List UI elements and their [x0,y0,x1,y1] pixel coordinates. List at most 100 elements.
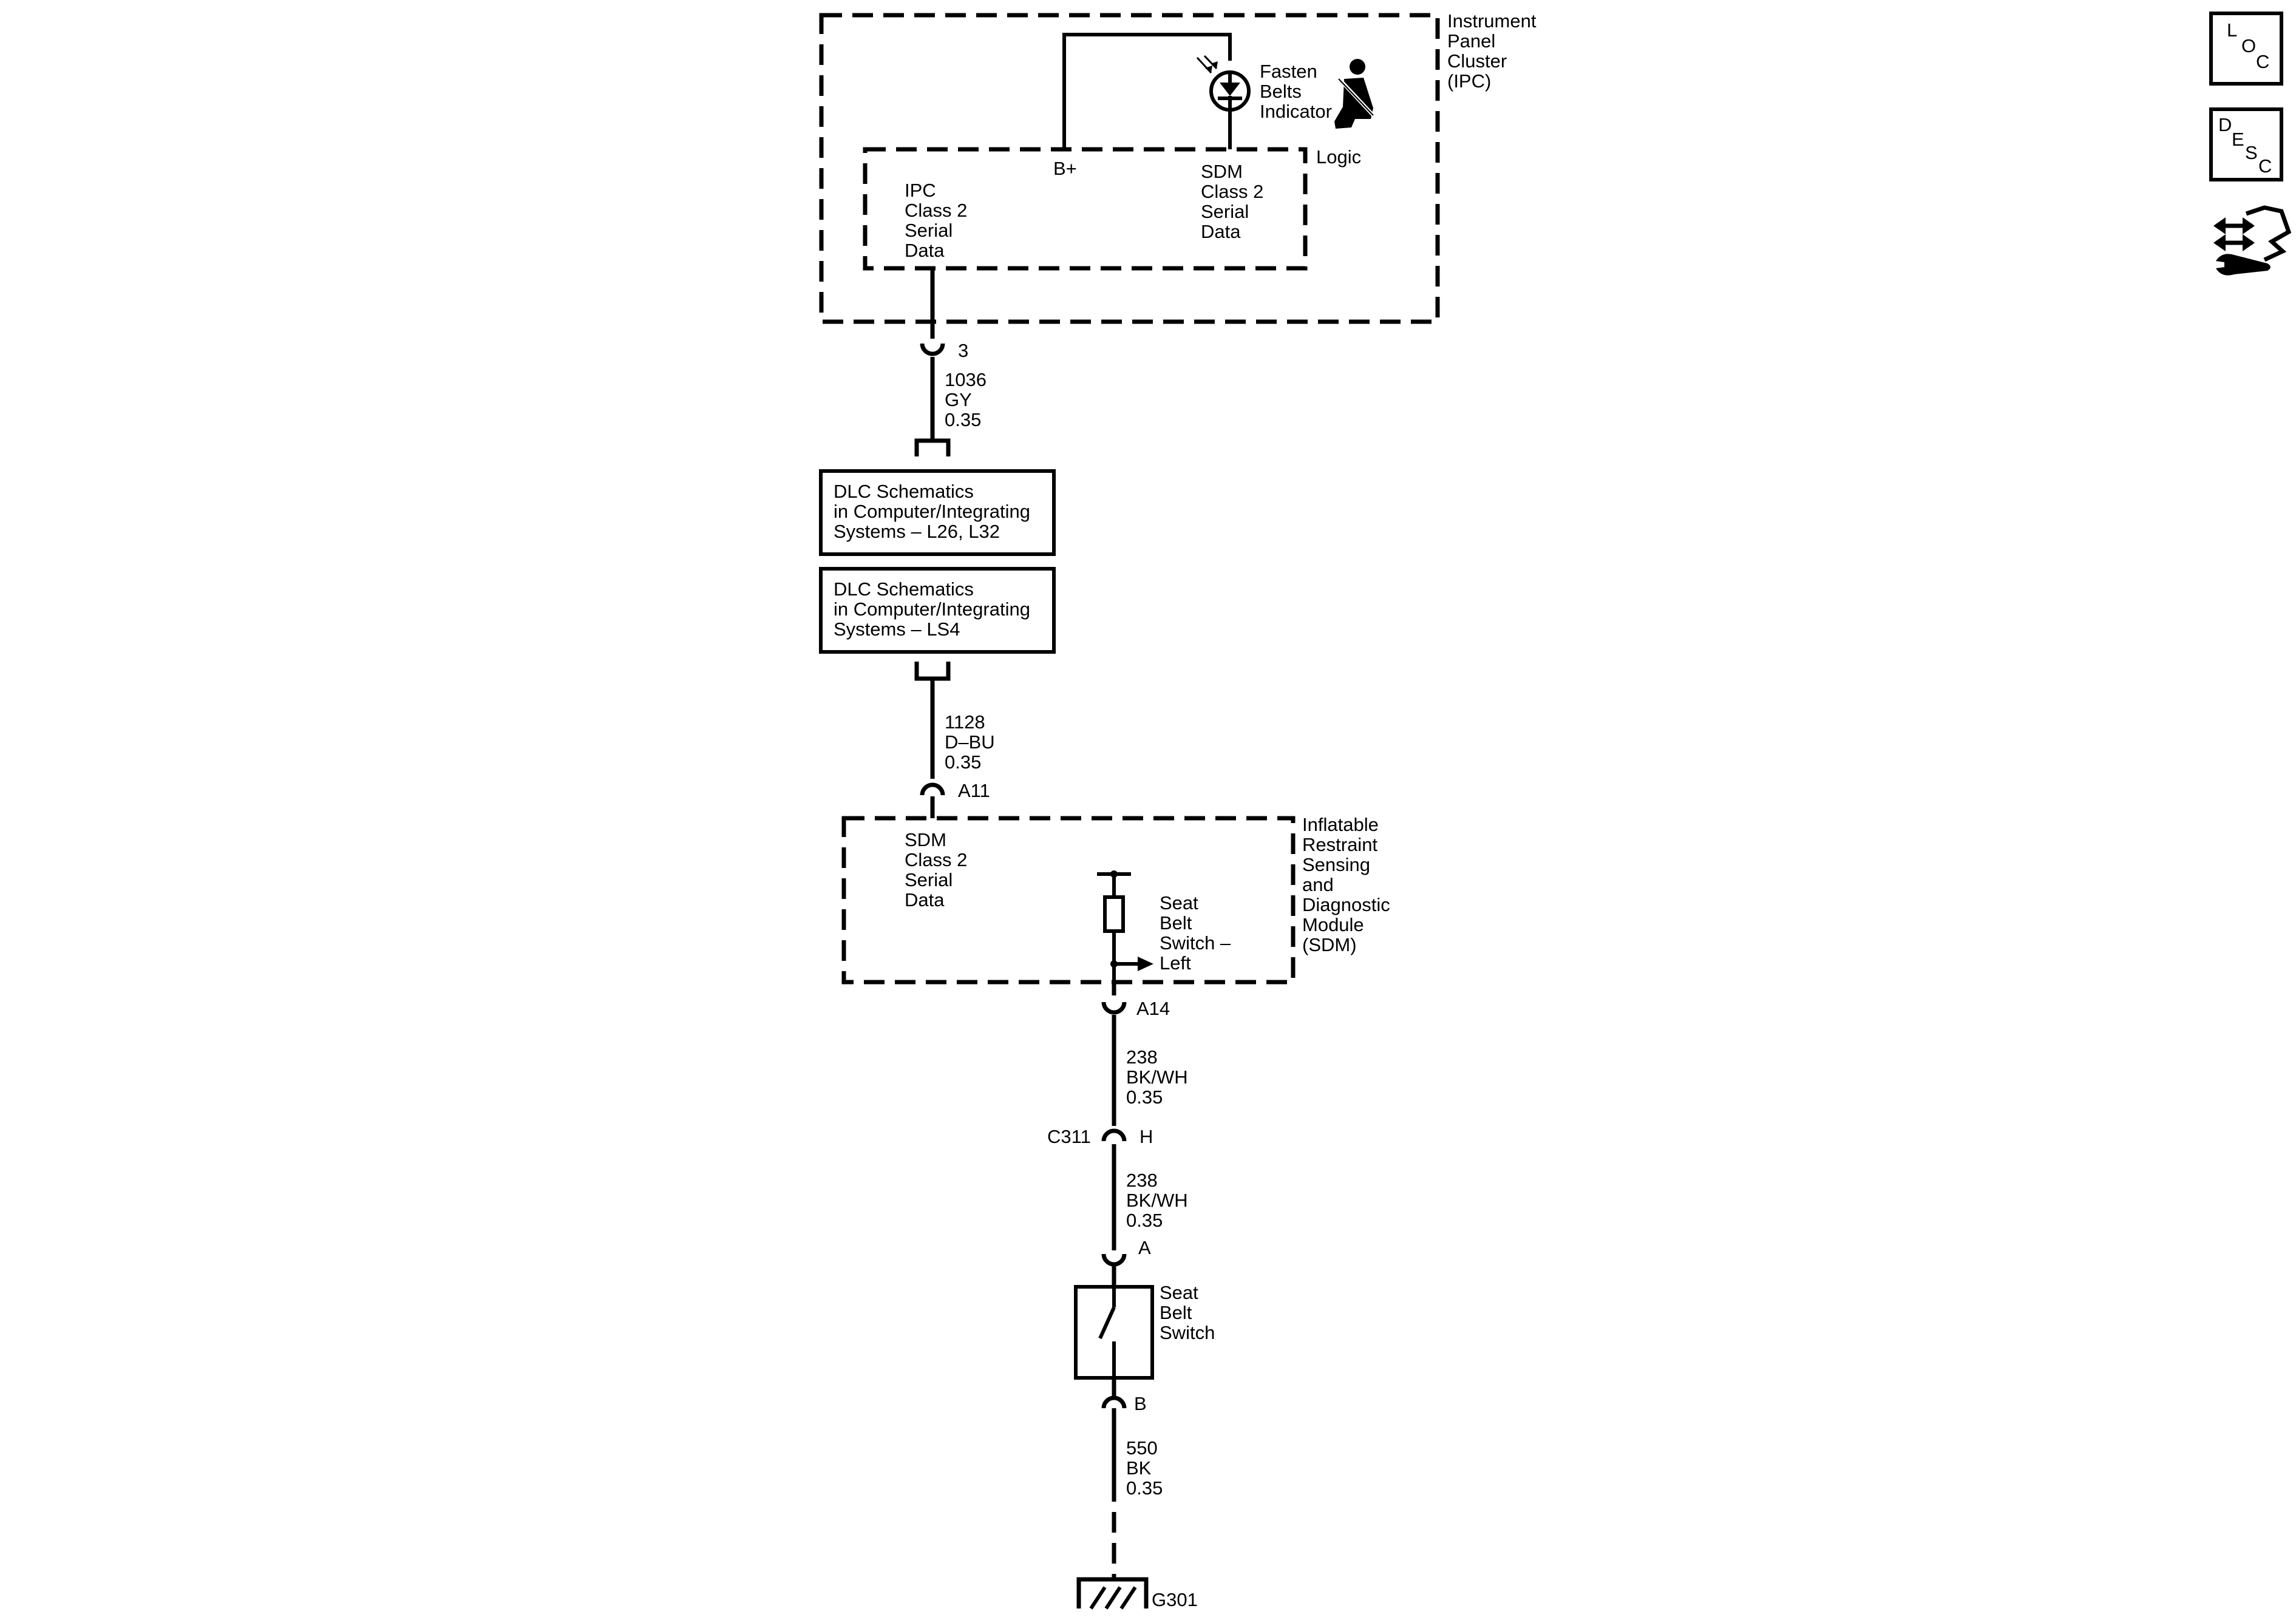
connector-pin-a [1101,1253,1127,1267]
loc-letter-c: C [2256,51,2269,72]
ipc-serial-data-line-3: Serial [905,220,953,241]
ipc-sdm-data-line-3: Serial [1201,201,1249,222]
ground-g301-label: G301 [1152,1589,1198,1610]
ipc-module: Instrument Panel Cluster (IPC) Fasten Be… [819,10,1537,324]
sdm-title-line-1: Inflatable [1302,814,1379,835]
connector-pin-a11 [920,782,945,796]
loc-letter-o: O [2241,35,2256,56]
wire-1128-color: D–BU [945,731,995,753]
ipc-sdm-data-line-1: SDM [1201,161,1243,182]
bplus-feed-wire [1062,33,1232,149]
desc-letter-d: D [2218,114,2232,135]
dlc-box-2-line-3: Systems – LS4 [834,619,960,640]
fasten-belts-led-icon [1196,55,1251,149]
ipc-sdm-data-line-4: Data [1201,221,1241,242]
sdm-title-line-6: Module [1302,914,1364,935]
wire-1128-circuit: 1128 [945,711,985,733]
wire-550: 550 BK 0.35 [1112,1408,1163,1579]
sdm-title-line-5: Diagnostic [1302,894,1390,915]
c311-name-label: C311 [1047,1126,1091,1147]
seat-belt-switch-input-circuit [1097,870,1153,982]
sdm-switch-label-line-1: Seat [1160,892,1198,914]
input-arrow-icon [1138,957,1153,971]
loc-button[interactable]: L O C [2209,12,2283,86]
sdm-title-line-2: Restraint [1302,834,1377,855]
wire-238-lower: 238 BK/WH 0.35 [1112,1161,1188,1250]
desc-letter-c: C [2258,155,2272,177]
ipc-title-line-3: Cluster [1447,50,1507,72]
pin-3-label: 3 [958,340,968,361]
sdm-switch-label-line-3: Switch – [1160,932,1231,954]
ipc-dashed-outline [819,13,1440,324]
wire-238-upper: A14 238 BK/WH 0.35 [1101,982,1188,1126]
ipc-sdm-data-line-2: Class 2 [1201,181,1263,202]
wire-238-lower-size: 0.35 [1126,1210,1163,1231]
wire-238-lower-color: BK/WH [1126,1190,1188,1211]
switch-contact-icon [1098,1306,1116,1340]
ipc-serial-data-line-1: IPC [905,180,936,201]
connector-pin-3 [920,343,945,356]
connector-pin-b [1101,1395,1127,1409]
indicator-label-line-1: Fasten [1260,61,1317,82]
sdm-data-line-4: Data [905,889,945,910]
indicator-label-line-3: Indicator [1260,101,1332,122]
ground-symbol-icon [1076,1577,1149,1609]
bplus-label: B+ [1053,158,1077,179]
dlc-box-1-line-3: Systems – L26, L32 [834,521,1000,542]
pin-a11-label: A11 [958,780,990,801]
wire-1036-circuit: 1036 [945,369,987,390]
pin-a-label: A [1138,1237,1151,1258]
desc-button[interactable]: D E S C [2209,107,2283,181]
pull-up-resistor [1103,895,1125,933]
seat-switch-label-line-2: Belt [1160,1302,1192,1323]
c311-pin-h-label: H [1140,1126,1153,1147]
sdm-switch-label-line-2: Belt [1160,912,1192,934]
connector-bracket-1036 [914,438,951,456]
wire-1128-size: 0.35 [945,751,981,773]
wire-238-upper-circuit: 238 [1126,1046,1158,1068]
wire-1036: 3 1036 GY 0.35 [914,268,987,456]
dlc-box-1-line-2: in Computer/Integrating [834,501,1030,522]
wire-550-circuit: 550 [1126,1437,1158,1459]
dlc-box-2-line-1: DLC Schematics [834,578,974,600]
wire-1036-color: GY [945,389,972,410]
logic-label: Logic [1316,146,1361,168]
seat-switch-label-line-1: Seat [1160,1282,1198,1303]
wire-1036-size: 0.35 [945,409,981,430]
dlc-box-ls4[interactable]: DLC Schematics in Computer/Integrating S… [819,567,1056,654]
desc-letter-s: S [2245,142,2258,163]
desc-letter-e: E [2232,129,2244,150]
wire-238-lower-circuit: 238 [1126,1170,1158,1191]
sdm-data-line-3: Serial [905,869,953,890]
seat-switch-label-line-3: Switch [1160,1322,1215,1343]
ipc-serial-data-line-2: Class 2 [905,200,967,221]
dlc-box-l26-l32[interactable]: DLC Schematics in Computer/Integrating S… [819,469,1056,556]
sdm-title-line-4: and [1302,874,1334,895]
connector-c311: C311 H [1047,1126,1153,1161]
dlc-box-1-line-1: DLC Schematics [834,481,974,502]
sdm-switch-label-line-4: Left [1160,952,1191,974]
connector-wrench-icon[interactable] [2213,205,2292,276]
wire-238-upper-size: 0.35 [1126,1086,1163,1108]
wire-238-upper-color: BK/WH [1126,1066,1188,1088]
dlc-box-2-line-2: in Computer/Integrating [834,598,1030,620]
sdm-data-line-1: SDM [905,829,946,850]
logic-dashed-outline [863,147,1308,271]
pin-b-label: B [1134,1393,1147,1414]
sdm-data-line-2: Class 2 [905,849,967,870]
ipc-title-line-2: Panel [1447,30,1495,52]
ipc-serial-data-line-4: Data [905,240,945,261]
indicator-label-line-2: Belts [1260,81,1302,102]
wire-550-color: BK [1126,1457,1152,1479]
wire-1128: 1128 D–BU 0.35 A11 [914,662,995,818]
seat-belt-switch[interactable]: A Seat Belt Switch B [1074,1237,1215,1414]
sdm-module: Inflatable Restraint Sensing and Diagnos… [841,814,1390,985]
connector-bracket-1128 [914,662,951,681]
wire-550-size: 0.35 [1126,1477,1163,1499]
ipc-title-line-4: (IPC) [1447,70,1491,92]
sdm-title-line-7: (SDM) [1302,934,1357,955]
loc-letter-l: L [2227,19,2237,41]
sdm-dashed-outline [841,816,1296,985]
pin-a14-label: A14 [1136,998,1170,1019]
